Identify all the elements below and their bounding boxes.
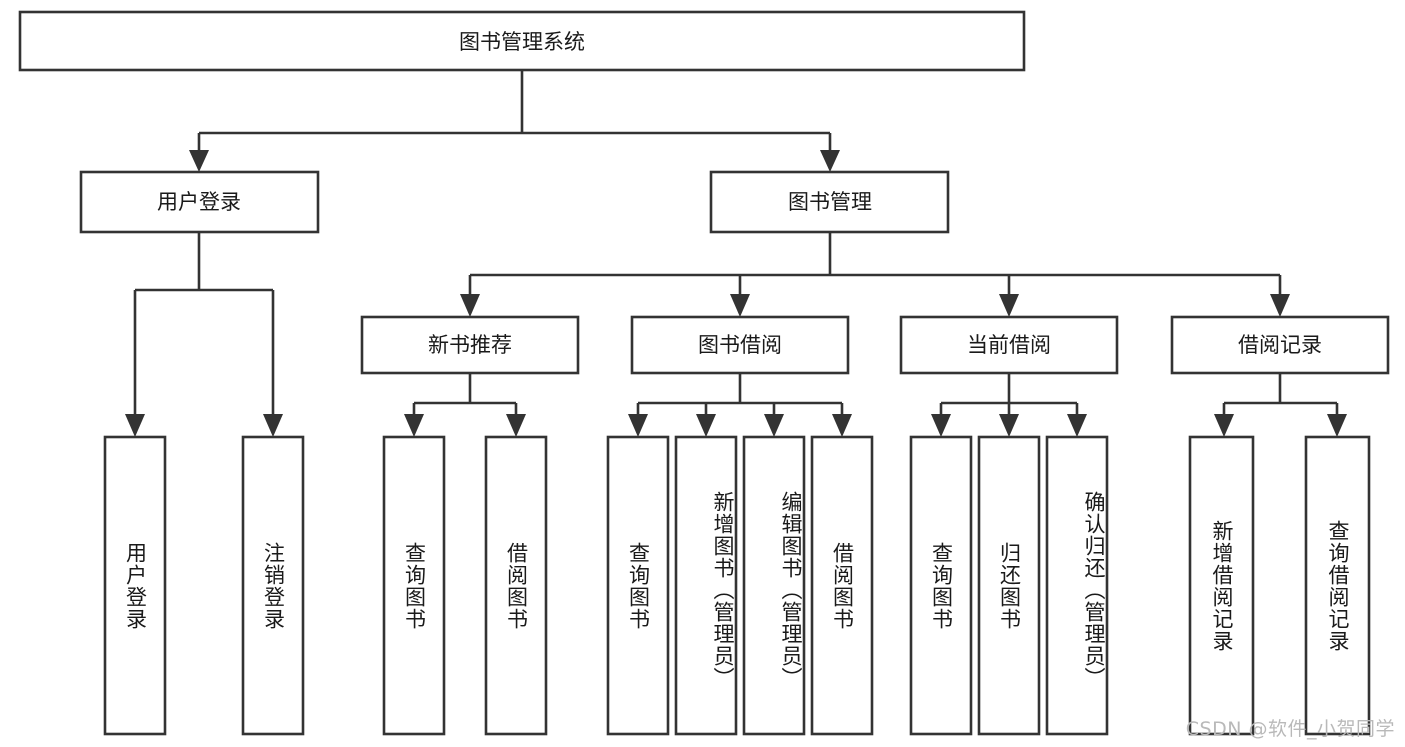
node-book-borrow-label: 图书借阅 <box>698 333 782 357</box>
leaf-bw-edit-book[interactable] <box>742 435 806 736</box>
arrow-to-bw-query <box>628 414 648 437</box>
connector-borrow-bus <box>636 373 844 417</box>
connector-newbook-bus <box>412 373 518 417</box>
arrow-to-rc-add <box>1214 414 1234 437</box>
connector-current-bus <box>939 373 1079 417</box>
arrow-to-leaf-user-login <box>125 414 145 437</box>
connector-bookmgmt-bus <box>468 232 1282 297</box>
connector-layer <box>125 70 1347 437</box>
arrow-to-rc-query <box>1327 414 1347 437</box>
arrow-to-book-mgmt <box>820 150 840 172</box>
arrow-to-new-book <box>460 294 480 317</box>
leaf-rc-query-record[interactable] <box>1304 435 1371 736</box>
leaf-rc-add-record[interactable] <box>1188 435 1255 736</box>
node-layer: 图书管理系统 用户登录 图书管理 新书推荐 图书借阅 当前借阅 借阅记录 <box>18 10 1390 736</box>
connector-userlogin-bus <box>133 232 275 417</box>
node-book-management[interactable] <box>709 170 950 234</box>
node-user-login-label: 用户登录 <box>157 190 241 214</box>
arrow-to-borrow <box>730 294 750 317</box>
arrow-to-bw-add <box>696 414 716 437</box>
connector-root-bus <box>197 70 832 152</box>
leaf-cu-query-book[interactable] <box>909 435 973 736</box>
arrow-to-nb-borrow <box>506 414 526 437</box>
node-book-borrow[interactable] <box>630 315 850 375</box>
leaf-cu-confirm-return[interactable] <box>1045 435 1109 736</box>
arrow-to-user-login <box>189 150 209 172</box>
arrow-to-current <box>999 294 1019 317</box>
node-root-label: 图书管理系统 <box>459 30 585 54</box>
leaf-nb-query-book[interactable] <box>382 435 446 736</box>
leaf-logout[interactable] <box>241 435 305 736</box>
arrow-to-leaf-logout <box>263 414 283 437</box>
node-new-book-recommend-label: 新书推荐 <box>428 333 512 357</box>
node-new-book-recommend[interactable] <box>360 315 580 375</box>
node-root[interactable] <box>18 10 1026 72</box>
arrow-to-bw-borrow <box>832 414 852 437</box>
node-user-login[interactable] <box>79 170 320 234</box>
node-book-management-label: 图书管理 <box>788 190 872 214</box>
leaf-bw-add-book[interactable] <box>674 435 738 736</box>
arrow-to-record <box>1270 294 1290 317</box>
node-current-borrow[interactable] <box>899 315 1119 375</box>
leaf-bw-borrow-book[interactable] <box>810 435 874 736</box>
leaf-user-login[interactable] <box>103 435 167 736</box>
connector-record-bus <box>1222 373 1339 417</box>
arrow-to-cu-return <box>999 414 1019 437</box>
node-borrow-record[interactable] <box>1170 315 1390 375</box>
node-current-borrow-label: 当前借阅 <box>967 333 1051 357</box>
leaf-bw-query-book[interactable] <box>606 435 670 736</box>
arrow-to-nb-query <box>404 414 424 437</box>
leaf-nb-borrow-book[interactable] <box>484 435 548 736</box>
arrow-to-bw-edit <box>764 414 784 437</box>
csdn-watermark: CSDN @软件_小贺同学 <box>1185 718 1395 740</box>
leaf-cu-return-book[interactable] <box>977 435 1041 736</box>
arrow-to-cu-confirm <box>1067 414 1087 437</box>
node-borrow-record-label: 借阅记录 <box>1238 333 1322 357</box>
arrow-to-cu-query <box>931 414 951 437</box>
